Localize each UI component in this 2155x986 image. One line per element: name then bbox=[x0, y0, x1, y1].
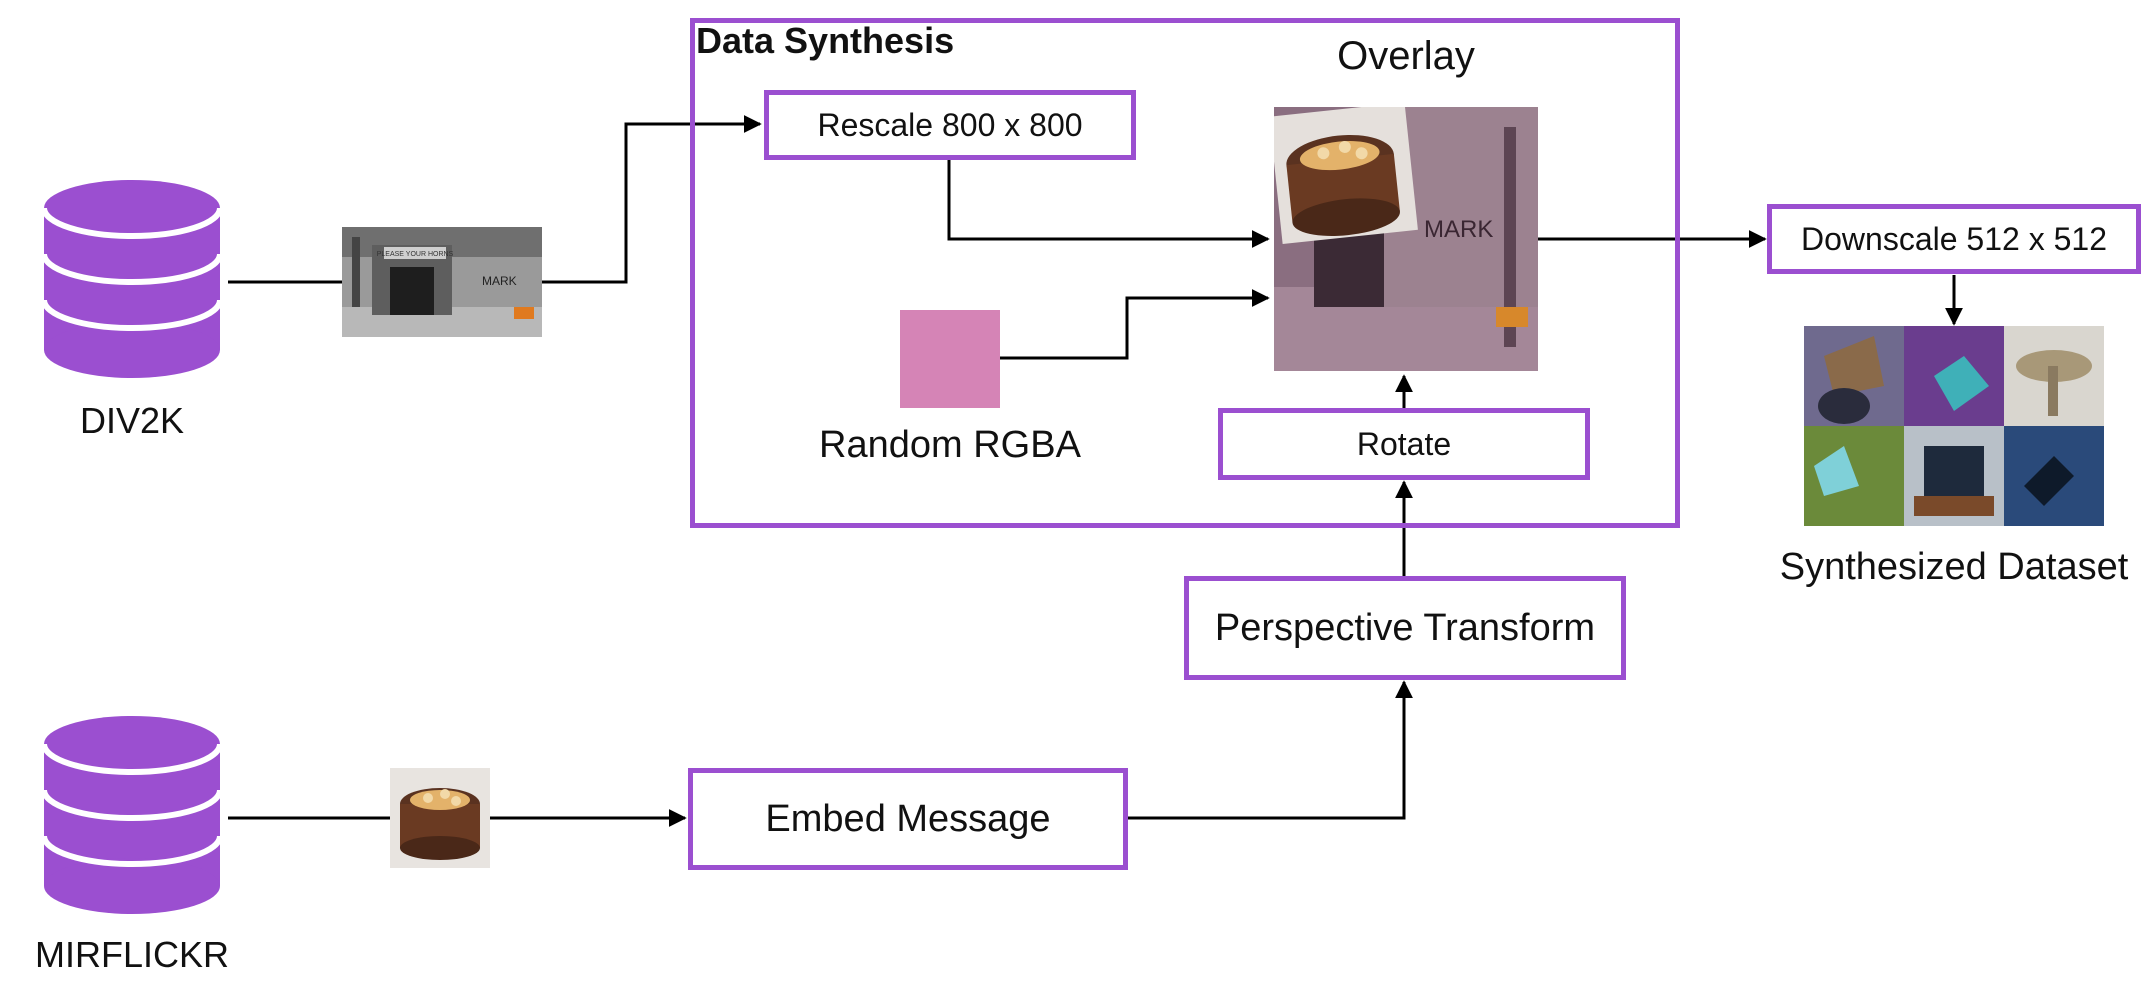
overlay-label: Overlay bbox=[1337, 34, 1475, 78]
arrow-rescale-to-overlay bbox=[947, 160, 1270, 248]
data-synthesis-title: Data Synthesis bbox=[696, 20, 955, 61]
div2k-sample-mark-text: MARK bbox=[482, 274, 517, 288]
database-icon bbox=[42, 180, 222, 378]
rotate-box: Rotate bbox=[1218, 408, 1590, 480]
mirflickr-sample-image bbox=[390, 768, 490, 868]
synthesized-dataset-label: Synthesized Dataset bbox=[1779, 546, 2129, 588]
div2k-sample-sign-text: PLEASE YOUR HORNS bbox=[377, 251, 454, 258]
perspective-transform-box: Perspective Transform bbox=[1184, 576, 1626, 680]
overlay-mark-text: MARK bbox=[1424, 216, 1493, 243]
database-icon bbox=[42, 716, 222, 914]
arrow-random-to-overlay bbox=[1000, 289, 1270, 360]
random-rgba-swatch bbox=[900, 310, 1000, 408]
embed-message-box: Embed Message bbox=[688, 768, 1128, 870]
rescale-box: Rescale 800 x 800 bbox=[764, 90, 1136, 160]
div2k-label: DIV2K bbox=[79, 400, 185, 441]
div2k-sample-image: PLEASE YOUR HORNS MARK bbox=[342, 227, 542, 337]
random-rgba-label: Random RGBA bbox=[819, 424, 1081, 466]
arrow-embed-to-perspective bbox=[1128, 680, 1413, 820]
overlay-image: MARK bbox=[1274, 107, 1538, 371]
data-synthesis-frame bbox=[690, 18, 1680, 528]
downscale-box: Downscale 512 x 512 bbox=[1767, 204, 2141, 274]
mirflickr-label: MIRFLICKR bbox=[34, 934, 229, 975]
synthesized-dataset-grid bbox=[1804, 326, 2104, 526]
